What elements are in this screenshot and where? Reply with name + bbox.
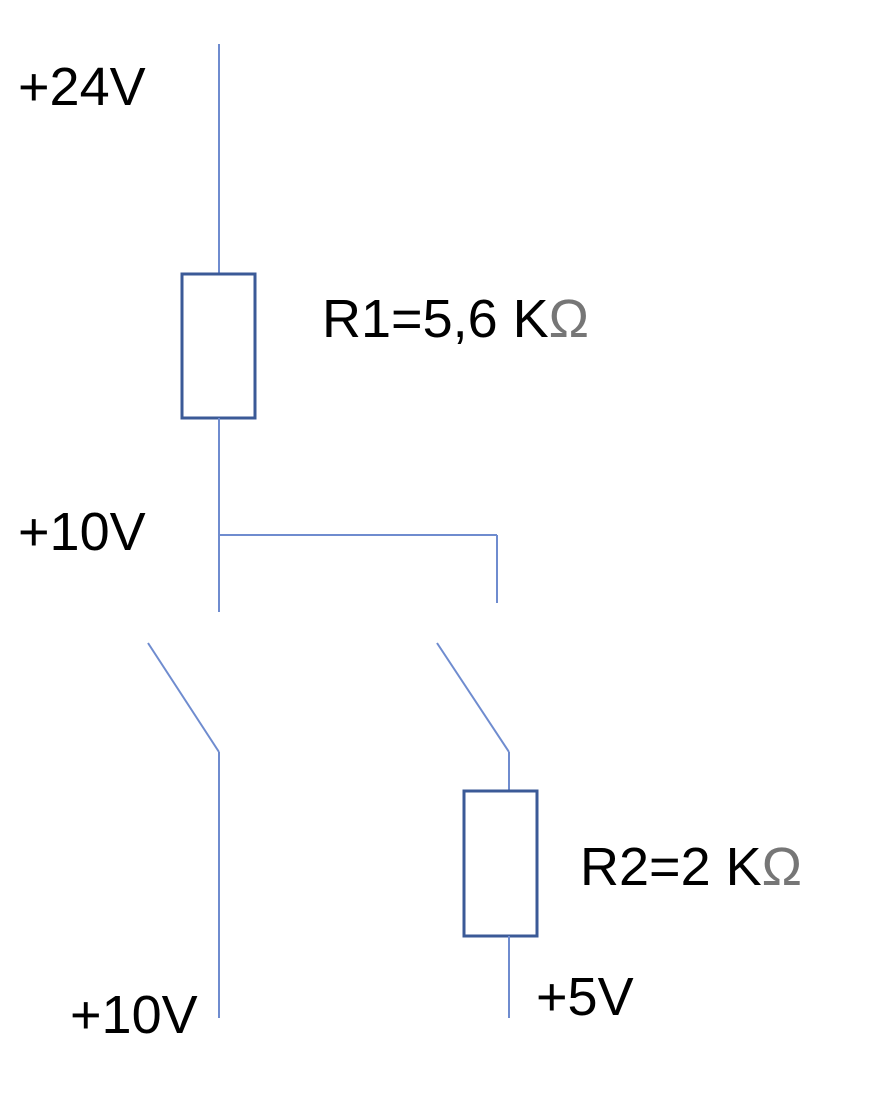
switch-left-blade xyxy=(147,642,220,753)
r2-label: R2=2 KΩ xyxy=(580,840,802,894)
switch-right-blade xyxy=(436,642,510,753)
r1-name-value: R1=5,6 K xyxy=(322,289,549,349)
node-voltage-label: +10V xyxy=(18,502,146,562)
ohm-symbol: Ω xyxy=(548,289,590,349)
supply-voltage-label: +24V xyxy=(18,57,146,117)
ohm-symbol: Ω xyxy=(761,837,802,897)
resistor-r1 xyxy=(180,272,257,420)
right-output-voltage-label: +5V xyxy=(536,967,634,1027)
resistor-r2 xyxy=(462,789,539,938)
r1-label: R1=5,6 KΩ xyxy=(322,292,589,346)
left-output-voltage-label: +10V xyxy=(70,985,198,1045)
r2-name-value: R2=2 K xyxy=(580,837,762,897)
